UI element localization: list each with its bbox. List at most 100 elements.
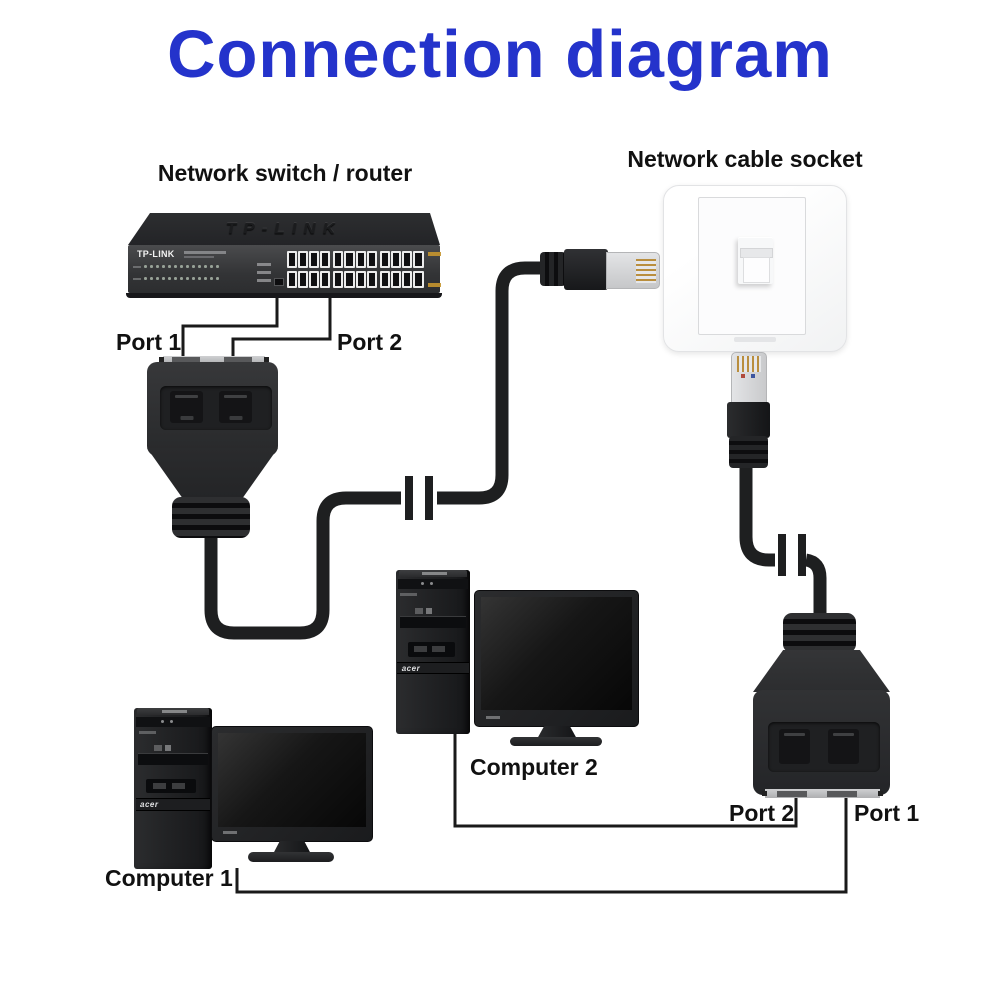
monitor-base — [510, 737, 602, 746]
plug-boot — [727, 402, 770, 438]
splitter1-body — [147, 362, 278, 456]
callout-computer2-to-port2 — [453, 734, 798, 828]
rj45-port — [286, 271, 297, 288]
switch-led-row-top — [144, 265, 219, 268]
wall-socket-brand-mark — [734, 337, 776, 342]
plug-wire-red — [741, 374, 745, 378]
rj45-port — [333, 271, 344, 288]
switch-led-label — [133, 266, 141, 268]
callout-switch-port1 — [181, 296, 279, 361]
rj45-port — [366, 251, 377, 268]
optical-drive — [137, 753, 209, 766]
switch-port-block — [286, 251, 426, 288]
splitter2-metal-edge — [762, 789, 883, 798]
rj45-port — [355, 271, 366, 288]
splitter-port2-label: Port 2 — [729, 800, 795, 826]
splitter1-metal-edge — [159, 356, 269, 364]
switch-port1-label: Port 1 — [116, 329, 182, 355]
switch-model-subtext — [184, 256, 214, 258]
switch-port-row-bottom — [286, 271, 426, 288]
computer1-tower: acer — [134, 708, 212, 869]
plug-wire-blue — [751, 374, 755, 378]
switch-led-label — [133, 278, 141, 280]
wall-socket-inner-frame — [698, 197, 806, 335]
splitter-port1-label: Port 1 — [854, 800, 920, 826]
cable-break-to-splitter2 — [804, 553, 827, 618]
switch-port-speed-label — [428, 252, 441, 256]
switch-model-text — [184, 251, 226, 254]
page-title: Connection diagram — [167, 17, 833, 92]
reset-button — [169, 720, 173, 723]
rj45-port — [402, 271, 413, 288]
monitor-stand — [537, 726, 577, 739]
rj45-port — [297, 251, 308, 268]
splitter1-port2-jack — [219, 391, 252, 423]
rj45-port — [308, 251, 320, 268]
monitor-stand — [273, 841, 311, 854]
network-switch: TP-LINK TP-LINK — [125, 205, 447, 305]
callout-switch-port2 — [231, 296, 332, 361]
plug-gold-pins — [636, 259, 656, 283]
callout-computer1-to-port1 — [235, 796, 848, 894]
tower-brand-logo: acer — [401, 663, 421, 673]
splitter1-port1-jack — [170, 391, 203, 423]
rj45-port — [413, 251, 424, 268]
switch-base — [126, 293, 442, 298]
switch-mode-button — [274, 278, 284, 286]
rj45-port — [366, 271, 377, 288]
rj45-port — [320, 251, 331, 268]
tower-brand-logo: acer — [140, 800, 159, 810]
power-button — [421, 582, 425, 585]
plug-gold-pins — [737, 356, 761, 372]
drive-bay — [146, 778, 197, 794]
drive-bay — [407, 642, 456, 657]
computer2-monitor — [474, 590, 639, 746]
plug-boot — [564, 249, 608, 290]
rj45-port — [286, 251, 297, 268]
splitter2-port-panel — [768, 722, 880, 772]
rj45-port — [391, 271, 402, 288]
splitter2-port1-jack — [828, 729, 859, 764]
optical-drive — [399, 615, 467, 629]
switch-panel-text — [257, 271, 271, 274]
switch-panel-text — [257, 279, 271, 282]
switch-panel-text — [257, 263, 271, 266]
switch-port-row-top — [286, 251, 426, 268]
switch-brand-logo: TP-LINK — [137, 249, 175, 259]
rj45-port — [344, 251, 355, 268]
rj45-port — [308, 271, 320, 288]
rj45-port — [344, 271, 355, 288]
plug-strain-relief — [729, 436, 768, 468]
computer2-tower: acer — [396, 570, 470, 734]
splitter2-port2-jack — [779, 729, 810, 764]
splitter1-strain-relief — [172, 497, 250, 538]
rj45-port — [297, 271, 308, 288]
rj45-port — [413, 271, 424, 288]
switch-front-face: TP-LINK — [128, 245, 441, 293]
socket-section-label: Network cable socket — [627, 146, 863, 172]
switch-top-embossed-logo: TP-LINK — [224, 220, 344, 238]
switch-section-label: Network switch / router — [157, 160, 413, 186]
computer2-label: Computer 2 — [470, 754, 598, 780]
switch-led-row-bottom — [144, 277, 219, 280]
reset-button — [430, 582, 434, 585]
splitter2-body — [753, 690, 890, 795]
rj45-port — [320, 271, 331, 288]
plug-clear-tip — [731, 352, 767, 404]
computer1-label: Computer 1 — [105, 865, 233, 891]
rj45-port — [379, 271, 391, 288]
monitor-screen — [481, 597, 632, 710]
wall-socket-rj45-jack — [738, 237, 773, 284]
switch-port-speed-label — [428, 283, 441, 287]
computer1-monitor — [211, 726, 373, 863]
rj45-port — [355, 251, 366, 268]
power-button — [160, 720, 164, 723]
rj45-port — [333, 251, 344, 268]
wall-socket-plate — [663, 185, 847, 352]
splitter1-port-panel — [160, 386, 272, 430]
switch-top-face: TP-LINK — [128, 213, 440, 245]
rj45-port — [379, 251, 391, 268]
cable-splitter1-to-break — [204, 491, 401, 640]
plug-strain-relief — [540, 252, 566, 286]
